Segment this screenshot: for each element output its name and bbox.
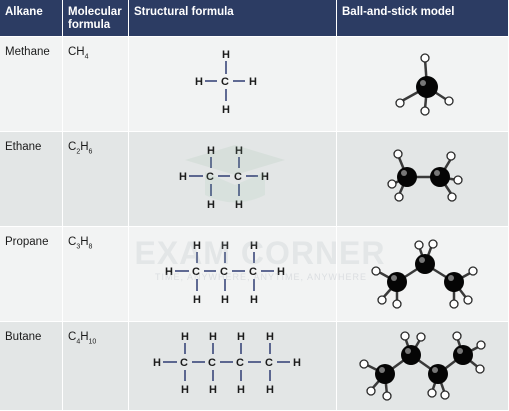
svg-text:C: C [249, 266, 257, 278]
header-ball-and-stick: Ball-and-stick model [337, 0, 509, 37]
svg-text:C: C [221, 76, 229, 88]
structural-methane: H H C H H [129, 37, 337, 132]
header-structural-formula: Structural formula [129, 0, 337, 37]
svg-text:H: H [193, 294, 201, 306]
svg-text:H: H [277, 266, 285, 278]
formula-butane: C4H10 [63, 322, 129, 411]
svg-text:H: H [237, 331, 245, 343]
header-alkane: Alkane [0, 0, 63, 37]
svg-text:C: C [180, 357, 188, 369]
svg-text:H: H [181, 384, 189, 396]
svg-text:H: H [266, 384, 274, 396]
svg-text:H: H [266, 331, 274, 343]
ball-stick-butane [337, 322, 509, 411]
alkane-name-ethane: Ethane [0, 132, 63, 227]
svg-text:H: H [235, 199, 243, 211]
formula-ethane: C2H6 [63, 132, 129, 227]
svg-text:C: C [208, 357, 216, 369]
svg-text:H: H [221, 240, 229, 252]
structural-ethane: H H H C C H H H [129, 132, 337, 227]
svg-text:C: C [192, 266, 200, 278]
header-molecular-formula: Molecular formula [63, 0, 129, 37]
svg-text:H: H [207, 199, 215, 211]
alkane-name-propane: Propane [0, 227, 63, 322]
svg-text:C: C [206, 171, 214, 183]
svg-text:H: H [222, 104, 230, 116]
svg-text:H: H [235, 145, 243, 157]
svg-text:H: H [179, 171, 187, 183]
structural-propane: H H H H C C C H H H H [129, 227, 337, 322]
svg-text:H: H [237, 384, 245, 396]
svg-text:H: H [261, 171, 269, 183]
alkane-name-methane: Methane [0, 37, 63, 132]
svg-text:C: C [265, 357, 273, 369]
svg-text:H: H [195, 76, 203, 88]
svg-text:H: H [250, 240, 258, 252]
svg-text:H: H [293, 357, 301, 369]
formula-methane: CH4 [63, 37, 129, 132]
ball-stick-methane [337, 37, 509, 132]
svg-text:H: H [193, 240, 201, 252]
svg-text:H: H [222, 49, 230, 61]
ball-stick-propane [337, 227, 509, 322]
svg-text:H: H [250, 294, 258, 306]
svg-text:H: H [209, 384, 217, 396]
svg-text:H: H [165, 266, 173, 278]
svg-text:H: H [207, 145, 215, 157]
svg-text:C: C [234, 171, 242, 183]
svg-text:C: C [220, 266, 228, 278]
svg-text:H: H [249, 76, 257, 88]
alkane-name-butane: Butane [0, 322, 63, 411]
formula-propane: C3H8 [63, 227, 129, 322]
svg-text:H: H [153, 357, 161, 369]
svg-text:H: H [181, 331, 189, 343]
ball-stick-ethane [337, 132, 509, 227]
svg-text:H: H [209, 331, 217, 343]
structural-butane: H H H H H C C C C H H H H H [129, 322, 337, 411]
svg-text:C: C [236, 357, 244, 369]
svg-text:H: H [221, 294, 229, 306]
